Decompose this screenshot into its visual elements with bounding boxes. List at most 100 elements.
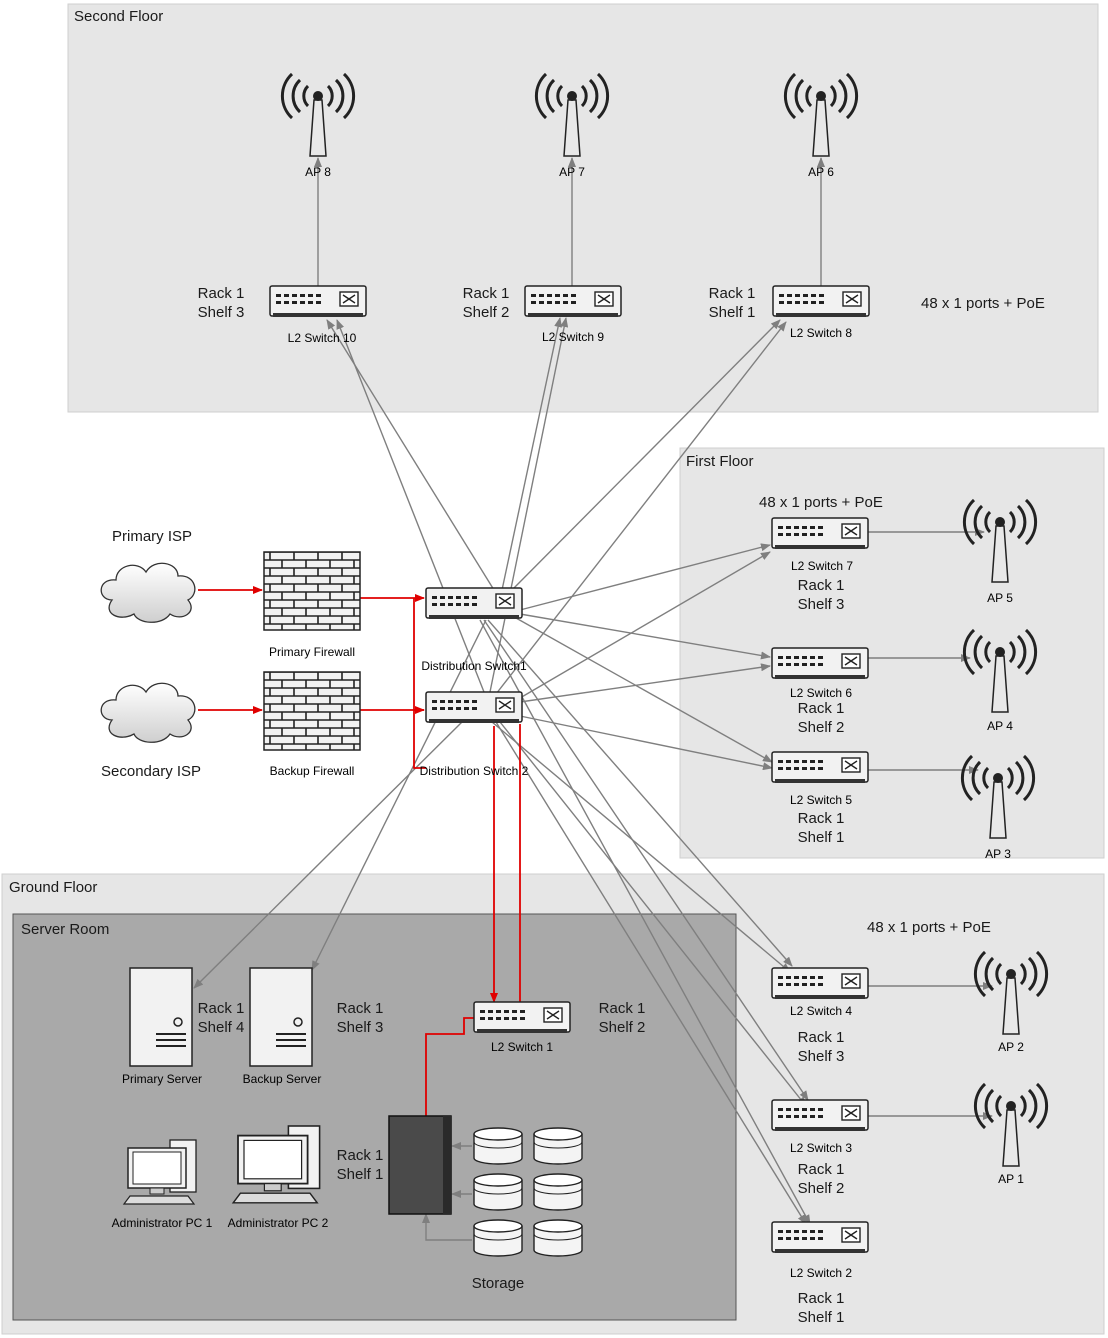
link-ds1-sw3 [483,619,809,1101]
switch-8-rack: Rack 1 [709,285,756,302]
switch-10-label: L2 Switch 10 [288,331,357,345]
switch-2[interactable] [771,1221,869,1254]
ap-2-label: AP 2 [998,1040,1024,1054]
switch-5-label: L2 Switch 5 [790,793,852,807]
zone-label-ground-floor: Ground Floor [9,879,97,896]
switch-3[interactable] [771,1099,869,1132]
primary-isp-cloud-icon[interactable] [100,562,196,623]
switch-1[interactable] [473,1001,571,1034]
link-ds2-sw5 [519,715,773,771]
switch-10-shelf: Shelf 3 [198,304,245,321]
ap-8-label: AP 8 [305,165,331,179]
switch-8-shelf: Shelf 1 [709,304,756,321]
backup-server-shelf: Shelf 3 [337,1019,384,1036]
uplinks [193,157,993,1241]
link-ds1-sw8 [509,319,781,593]
switch-1-label: L2 Switch 1 [491,1040,553,1054]
ap-6-label: AP 6 [808,165,834,179]
primary-isp-label: Primary ISP [112,528,192,545]
link-ds2-sw7 [519,551,771,699]
disk-icon [533,1127,583,1165]
ap-1-label: AP 1 [998,1172,1024,1186]
administrator-pc-2-label: Administrator PC 2 [228,1216,329,1230]
backup-firewall-label: Backup Firewall [270,764,355,778]
administrator-pc-1-label: Administrator PC 1 [112,1216,213,1230]
primary-server-icon[interactable] [129,967,193,1067]
link-ds1-sw7 [519,543,771,611]
switch-1-shelf: Shelf 2 [599,1019,646,1036]
storage-controller-icon[interactable] [388,1115,452,1215]
disk-icon [473,1219,523,1257]
link-ds2-primary-server [193,721,463,989]
link-ds1-backup-server [311,619,487,971]
switch-10-rack: Rack 1 [198,285,245,302]
port-note-ground-floor: 48 x 1 ports + PoE [867,919,991,936]
link-ds2-sw10 [336,319,485,693]
storage-label: Storage [472,1275,525,1292]
secondary-isp-cloud-icon[interactable] [100,682,196,743]
link-ds2-sw8 [495,321,787,695]
zone-label-second-floor: Second Floor [74,8,163,25]
switch-8[interactable] [772,285,870,318]
zone-second-floor: Second Floor [67,3,1099,413]
switch-9-rack: Rack 1 [463,285,510,302]
zone-label-server-room: Server Room [21,921,109,938]
switch-2-label: L2 Switch 2 [790,1266,852,1280]
distribution-switch-1-label: Distribution Switch1 [421,659,527,673]
switch-5-rack: Rack 1 [798,810,845,827]
switch-8-label: L2 Switch 8 [790,326,852,340]
switch-6-rack: Rack 1 [798,700,845,717]
switch-9[interactable] [524,285,622,318]
switch-10[interactable] [269,285,367,318]
zone-label-first-floor: First Floor [686,453,754,470]
link-ds2-sw3 [499,721,807,1107]
zone-server-room: Server Room [12,913,737,1321]
switch-5-shelf: Shelf 1 [798,829,845,846]
switch-2-shelf: Shelf 1 [798,1309,845,1326]
disk-icon [473,1127,523,1165]
switch-9-label: L2 Switch 9 [542,330,604,344]
link-ds1-sw2 [479,619,811,1225]
switch-1-rack: Rack 1 [599,1000,646,1017]
ap-5-label: AP 5 [987,591,1013,605]
switch-7-shelf: Shelf 3 [798,596,845,613]
ap-3-label: AP 3 [985,847,1011,861]
link-ds2-sw2 [495,721,807,1225]
switch-6[interactable] [771,647,869,680]
switch-2-rack: Rack 1 [798,1290,845,1307]
switch-9-shelf: Shelf 2 [463,304,510,321]
switch-7-rack: Rack 1 [798,577,845,594]
link-storage-3 [422,1213,472,1241]
link-ds1-sw9 [501,317,563,591]
link-ds2-sw6 [519,663,771,703]
backup-server-icon[interactable] [249,967,313,1067]
primary-server-rack: Rack 1 [198,1000,245,1017]
disk-icon [473,1173,523,1211]
primary-firewall-icon[interactable] [263,551,361,631]
disk-icon [533,1173,583,1211]
switch-6-shelf: Shelf 2 [798,719,845,736]
port-note-first-floor: 48 x 1 ports + PoE [759,494,883,511]
switch-6-label: L2 Switch 6 [790,686,852,700]
primary-server-shelf: Shelf 4 [198,1019,245,1036]
backup-firewall-icon[interactable] [263,671,361,751]
distribution-switch-2[interactable] [425,691,523,724]
storage-shelf: Shelf 1 [337,1166,384,1183]
port-note-second-floor: 48 x 1 ports + PoE [921,295,1045,312]
primary-server-label: Primary Server [122,1072,202,1086]
storage-rack: Rack 1 [337,1147,384,1164]
link-ds1-sw6 [519,613,771,660]
primary-firewall-label: Primary Firewall [269,645,355,659]
switch-7[interactable] [771,517,869,550]
switch-5[interactable] [771,751,869,784]
link-ds2-sw4 [491,721,791,973]
switch-4-rack: Rack 1 [798,1029,845,1046]
switch-4-label: L2 Switch 4 [790,1004,852,1018]
disk-icon [533,1219,583,1257]
secondary-isp-label: Secondary ISP [101,763,201,780]
backup-server-rack: Rack 1 [337,1000,384,1017]
switch-4[interactable] [771,967,869,1000]
distribution-switch-1[interactable] [425,587,523,620]
ap-4-label: AP 4 [987,719,1013,733]
